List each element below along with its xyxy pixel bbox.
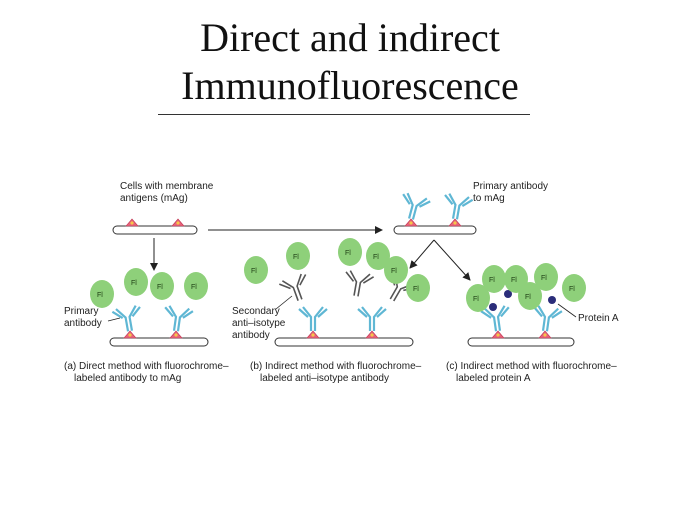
fluorochrome-icon: Fl — [150, 272, 174, 300]
primary-antibody-icon — [161, 304, 195, 335]
fluorochrome-icon: Fl — [90, 280, 114, 308]
svg-text:Fl: Fl — [511, 277, 517, 284]
caption-a-line2: labeled antibody to mAg — [74, 373, 181, 384]
membrane-top-right — [393, 225, 477, 235]
primary-antibody-icon — [440, 191, 475, 223]
caption-b-line2: labeled anti–isotype antibody — [260, 373, 389, 384]
fluorochrome-icon: Fl — [338, 238, 362, 266]
membrane-b — [274, 337, 414, 347]
label-cells-line2: antigens (mAg) — [120, 193, 188, 204]
primary-antibody-icon — [479, 304, 513, 335]
antigen-icon — [448, 218, 462, 227]
title-underline — [158, 114, 530, 115]
label-secondary-line3: antibody — [232, 330, 270, 341]
svg-text:Fl: Fl — [157, 284, 163, 291]
primary-antibody-icon — [396, 191, 432, 224]
label-primary-antibody-line2: antibody — [64, 318, 102, 329]
primary-antibody-icon — [356, 305, 388, 333]
fluorochrome-icon: Fl — [286, 242, 310, 270]
membrane-c — [467, 337, 575, 347]
svg-text:Fl: Fl — [473, 296, 479, 303]
label-primary-to-mag-line1: Primary antibody — [473, 181, 548, 192]
fluorochrome-icon: Fl — [366, 242, 390, 270]
fluorochrome-icon: Fl — [384, 256, 408, 284]
svg-text:Fl: Fl — [251, 268, 257, 275]
fluorochrome-icon: Fl — [518, 282, 542, 310]
antigen-icon — [306, 330, 320, 339]
fluorochrome-icon: Fl — [534, 263, 558, 291]
caption-c-line2: labeled protein A — [456, 373, 531, 384]
antigen-icon — [491, 330, 505, 339]
antigen-icon — [169, 330, 183, 339]
protein-a-icon — [489, 303, 497, 311]
protein-a-icon — [548, 296, 556, 304]
fluorochrome-icon: Fl — [406, 274, 430, 302]
svg-text:Fl: Fl — [97, 292, 103, 299]
label-primary-to-mag-line2: to mAg — [473, 193, 505, 204]
svg-text:Fl: Fl — [131, 280, 137, 287]
antigen-icon — [404, 218, 418, 227]
caption-c-line1: (c) Indirect method with fluorochrome– — [446, 361, 617, 372]
fluorochrome-icon: Fl — [184, 272, 208, 300]
label-cells-line1: Cells with membrane — [120, 181, 214, 192]
fluorochrome-icon: Fl — [244, 256, 268, 284]
secondary-antibody-icon — [277, 271, 314, 306]
title-line-2: Immunofluorescence — [181, 63, 519, 108]
arrow-to-c — [433, 239, 471, 281]
primary-antibody-icon — [297, 305, 329, 333]
svg-text:Fl: Fl — [191, 284, 197, 291]
svg-text:Fl: Fl — [541, 275, 547, 282]
secondary-antibody-icon — [341, 269, 375, 300]
label-secondary-line1: Secondary — [232, 306, 280, 317]
antigen-icon — [538, 330, 552, 339]
primary-antibody-icon — [530, 304, 564, 335]
antigen-icon — [171, 218, 185, 227]
antigen-icon — [123, 330, 137, 339]
fluorochrome-icon: Fl — [466, 284, 490, 312]
svg-text:Fl: Fl — [345, 250, 351, 257]
fluorochrome-icon: Fl — [124, 268, 148, 296]
fluorochrome-icon: Fl — [562, 274, 586, 302]
svg-text:Fl: Fl — [489, 277, 495, 284]
svg-text:Fl: Fl — [569, 286, 575, 293]
protein-a-icon — [504, 290, 512, 298]
svg-text:Fl: Fl — [373, 254, 379, 261]
caption-a-line1: (a) Direct method with fluorochrome– — [64, 361, 229, 372]
title-line-1: Direct and indirect — [200, 15, 500, 60]
membrane-a — [109, 337, 209, 347]
svg-text:Fl: Fl — [525, 294, 531, 301]
label-secondary-line2: anti–isotype — [232, 318, 286, 329]
membrane-top-left — [112, 225, 198, 235]
svg-text:Fl: Fl — [391, 268, 397, 275]
label-primary-antibody-line1: Primary — [64, 306, 98, 317]
svg-text:Fl: Fl — [413, 286, 419, 293]
fluorochrome-icon: Fl — [482, 265, 506, 293]
arrow-to-b — [409, 239, 435, 269]
caption-b-line1: (b) Indirect method with fluorochrome– — [250, 361, 422, 372]
antigen-icon — [125, 218, 139, 227]
svg-text:Fl: Fl — [293, 254, 299, 261]
label-protein-a: Protein A — [578, 313, 619, 324]
antigen-icon — [365, 330, 379, 339]
